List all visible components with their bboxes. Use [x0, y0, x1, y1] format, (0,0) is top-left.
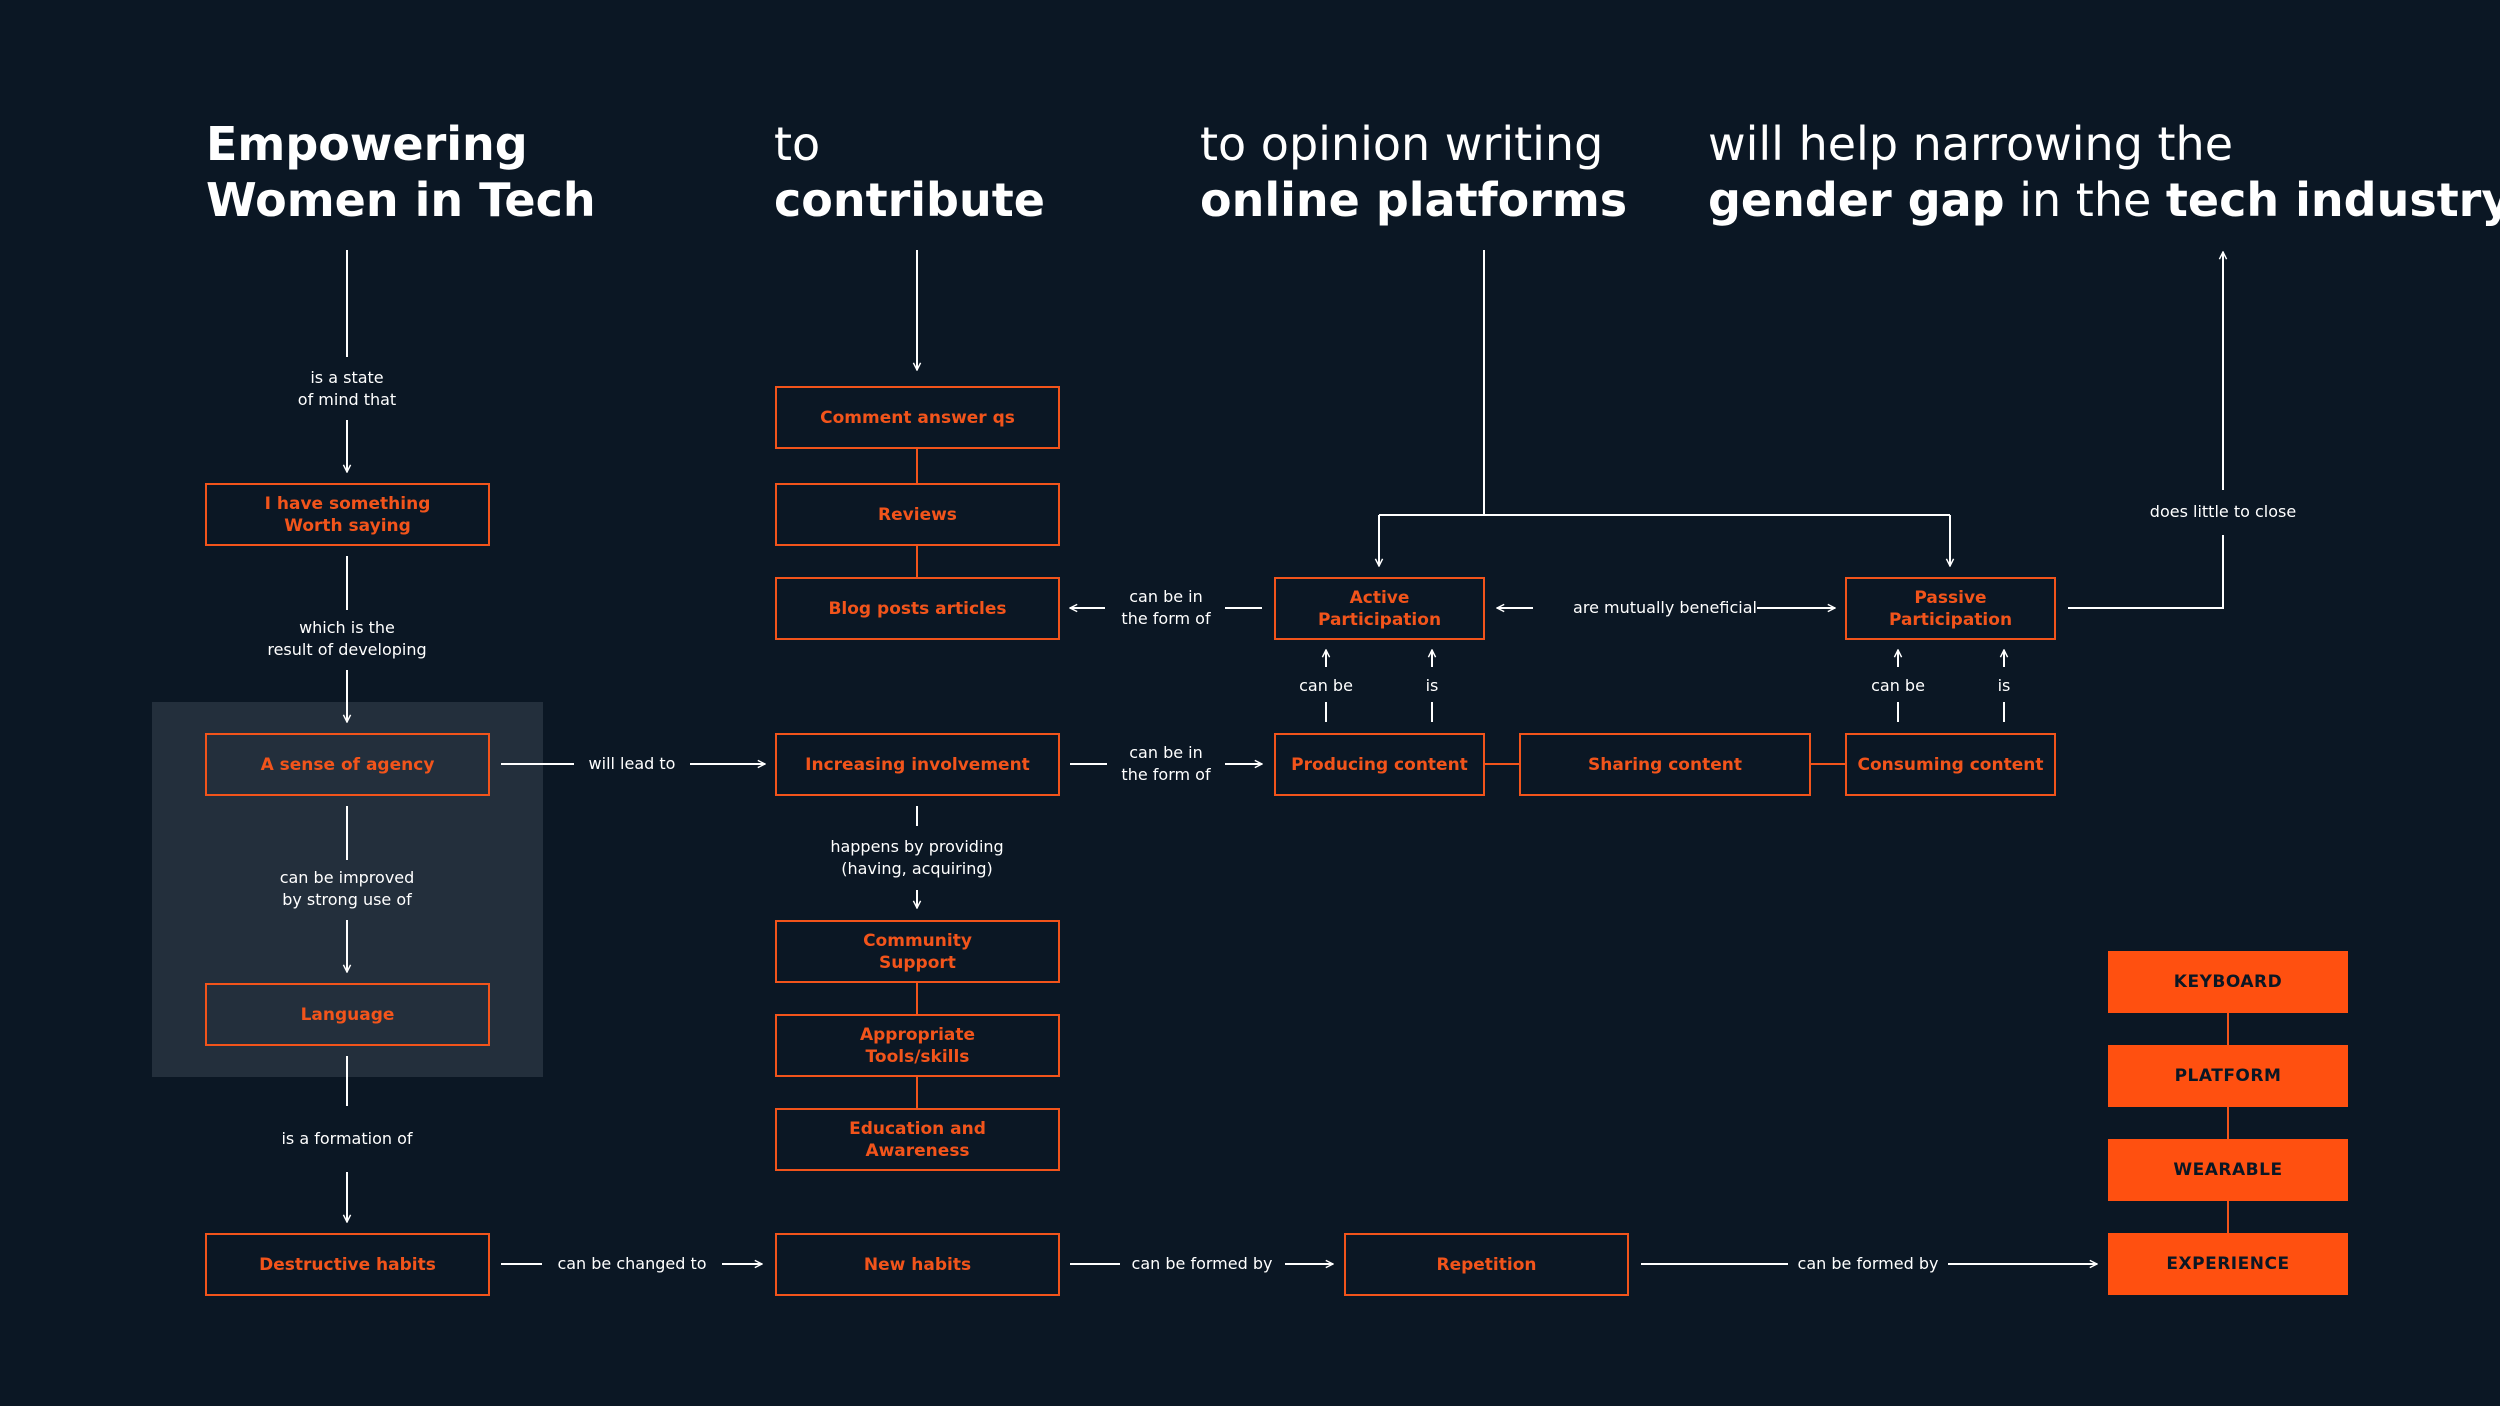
label-will-lead-to: will lead to — [588, 754, 676, 773]
label-formed-by-experience: can be formed by — [1797, 1254, 1939, 1273]
node-appropriate-tools: Appropriate Tools/skills — [775, 1014, 1060, 1077]
stack-keyboard: KEYBOARD — [2108, 951, 2348, 1013]
node-passive-participation: Passive Participation — [1845, 577, 2056, 640]
node-new-habits: New habits — [775, 1233, 1060, 1296]
label-improved-by-language: can be improved by strong use of — [279, 868, 415, 909]
label-form-of-producing: can be in the form of — [1121, 743, 1211, 784]
stack-experience: EXPERIENCE — [2108, 1233, 2348, 1295]
node-reviews: Reviews — [775, 483, 1060, 546]
label-formed-by-repetition: can be formed by — [1131, 1254, 1273, 1273]
node-comment-answer: Comment answer qs — [775, 386, 1060, 449]
node-blog-posts: Blog posts articles — [775, 577, 1060, 640]
node-active-participation: Active Participation — [1274, 577, 1485, 640]
node-increasing-involvement: Increasing involvement — [775, 733, 1060, 796]
node-education-awareness: Education and Awareness — [775, 1108, 1060, 1171]
heading-gender-gap: will help narrowing the gender gap in th… — [1708, 117, 2500, 227]
label-is-passive: is — [1997, 676, 2011, 695]
heading-empowering-women: Empowering Women in Tech — [206, 117, 596, 227]
node-language: Language — [205, 983, 490, 1046]
label-mutually-beneficial: are mutually beneficial — [1573, 598, 1757, 617]
label-can-be-active: can be — [1299, 676, 1353, 695]
node-consuming-content: Consuming content — [1845, 733, 2056, 796]
label-can-be-passive: can be — [1871, 676, 1925, 695]
node-destructive-habits: Destructive habits — [205, 1233, 490, 1296]
stack-platform: PLATFORM — [2108, 1045, 2348, 1107]
node-something-worth-saying: I have something Worth saying — [205, 483, 490, 546]
label-state-of-mind: is a state of mind that — [297, 368, 397, 409]
label-is-active: is — [1425, 676, 1439, 695]
label-form-of-blog: can be in the form of — [1121, 587, 1211, 628]
stack-wearable: WEARABLE — [2108, 1139, 2348, 1201]
heading-contribute: to contribute — [774, 117, 1045, 227]
label-does-little-to-close: does little to close — [2149, 502, 2297, 521]
node-sharing-content: Sharing content — [1519, 733, 1811, 796]
node-community-support: Community Support — [775, 920, 1060, 983]
agency-language-highlight — [152, 702, 543, 1077]
label-result-of-developing: which is the result of developing — [267, 618, 427, 659]
label-formation-of: is a formation of — [281, 1129, 413, 1148]
node-producing-content: Producing content — [1274, 733, 1485, 796]
label-can-be-changed-to: can be changed to — [557, 1254, 707, 1273]
node-repetition: Repetition — [1344, 1233, 1629, 1296]
label-happens-by-providing: happens by providing (having, acquiring) — [830, 837, 1004, 878]
node-sense-of-agency: A sense of agency — [205, 733, 490, 796]
heading-online-platforms: to opinion writing online platforms — [1200, 117, 1628, 227]
